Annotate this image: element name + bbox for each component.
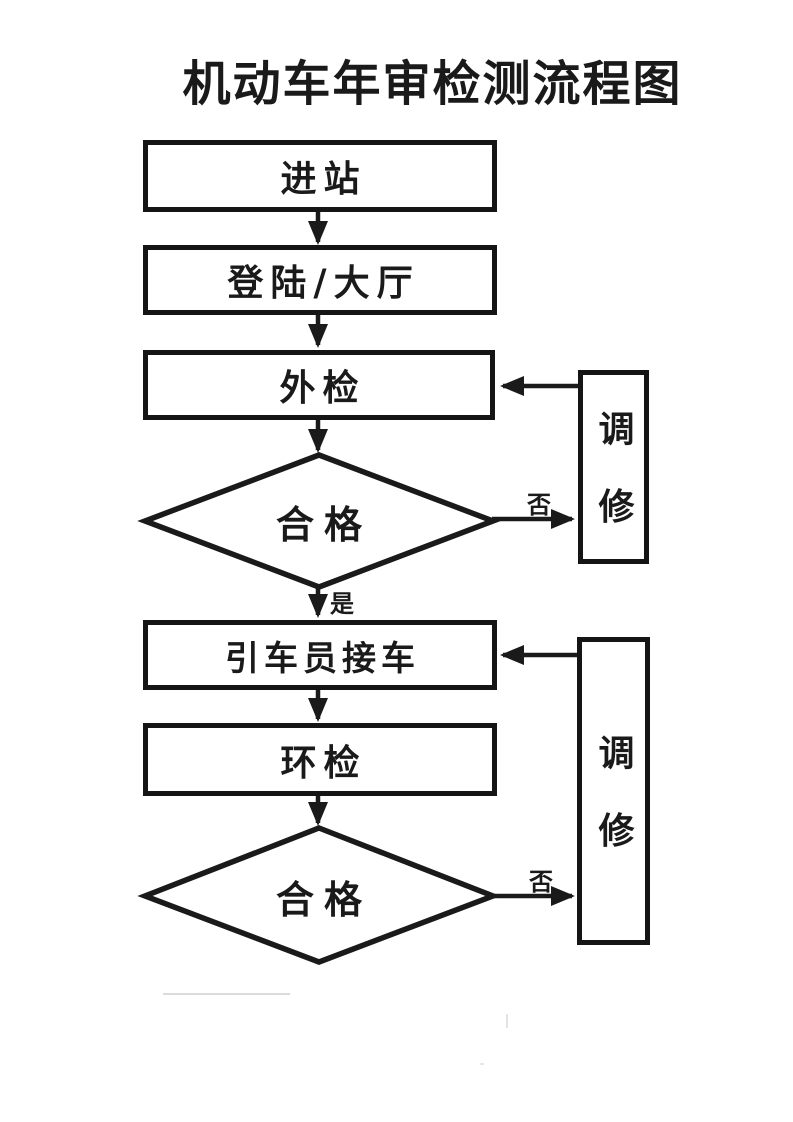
node-driver-receive-label: 引车员接车	[225, 638, 420, 679]
edge-label-no-1: 否	[527, 490, 551, 519]
node-repair-1-label: 调修	[592, 410, 635, 566]
scan-artifact-tick	[506, 1014, 508, 1028]
node-env-check: 环检	[143, 723, 497, 796]
page-title: 机动车年审检测流程图	[182, 58, 683, 111]
decision-qualified-1: 合格	[275, 501, 372, 547]
node-external-check-label: 外检	[279, 367, 366, 409]
node-enter-station: 进站	[143, 140, 497, 212]
decision-qualified-2: 合格	[275, 876, 372, 922]
edge-label-yes-1: 是	[330, 589, 354, 618]
node-driver-receive: 引车员接车	[143, 620, 497, 690]
node-login-hall-label: 登陆/大厅	[227, 262, 420, 304]
scan-artifact-dot	[480, 1063, 484, 1065]
node-repair-1: 调修	[578, 370, 649, 566]
edge-label-no-2: 否	[529, 867, 553, 896]
node-env-check-label: 环检	[280, 741, 367, 784]
node-repair-2: 调修	[577, 637, 650, 945]
node-login-hall: 登陆/大厅	[143, 245, 497, 315]
scan-artifact-line	[163, 993, 290, 995]
node-repair-2-label: 调修	[592, 734, 635, 890]
node-enter-station-label: 进站	[280, 158, 367, 200]
node-external-check: 外检	[143, 350, 495, 420]
